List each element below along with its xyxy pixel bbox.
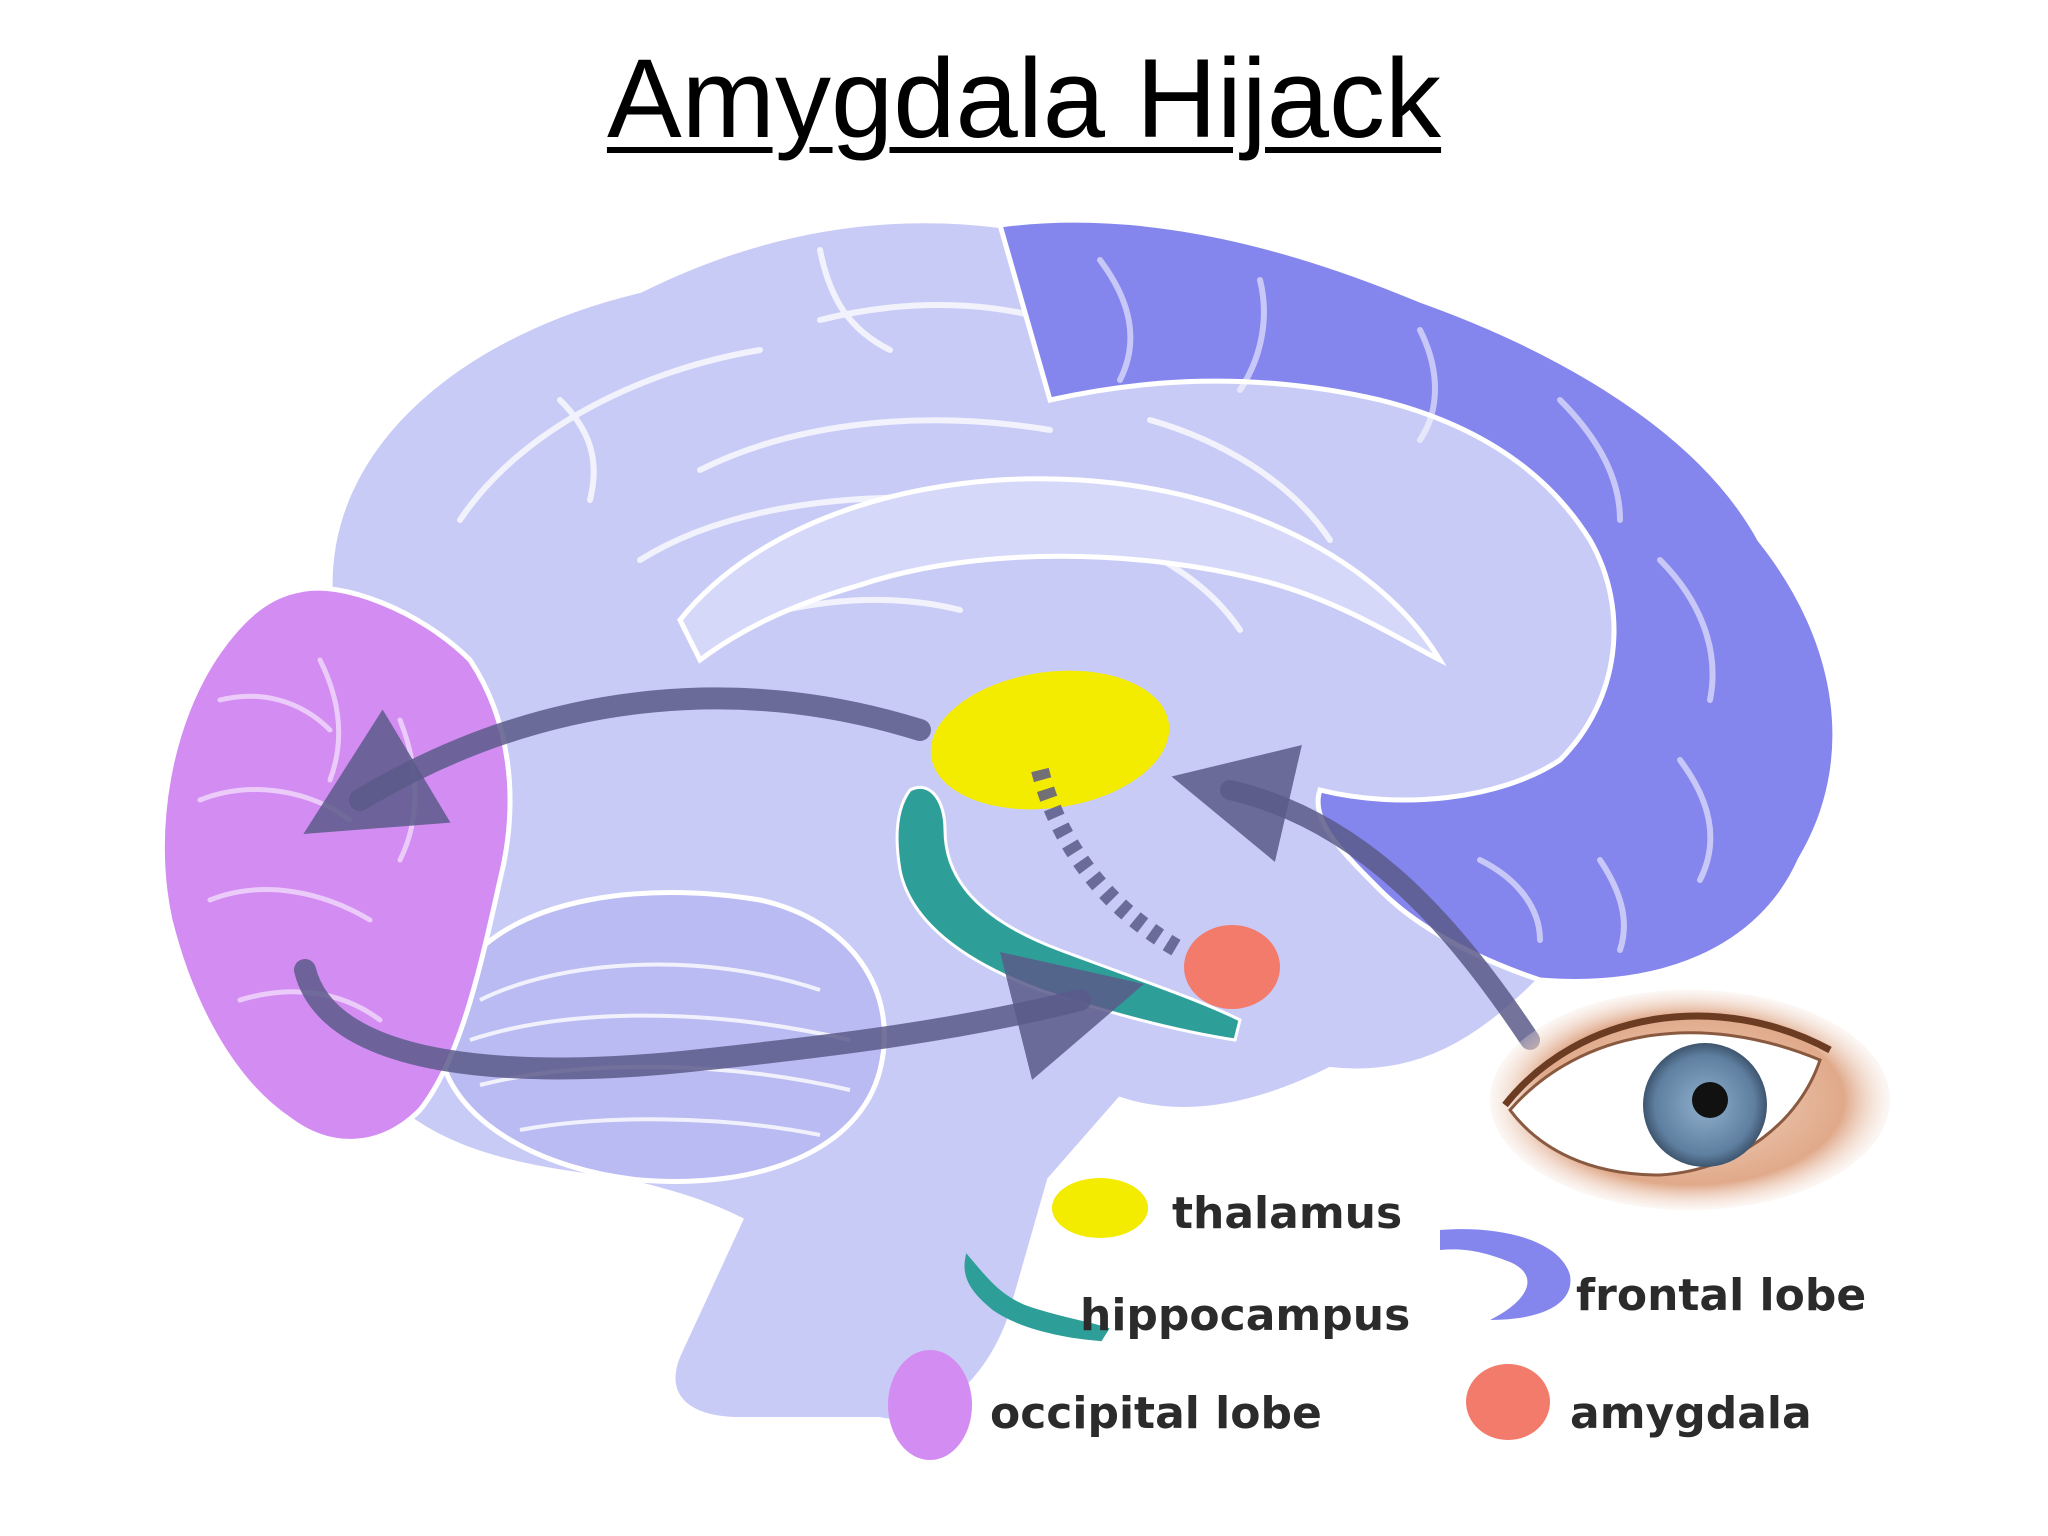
legend-hippocampus-swatch — [964, 1253, 1110, 1342]
legend-thalamus-label: thalamus — [1172, 1188, 1402, 1239]
legend: thalamus hippocampus occipital lobe fron… — [888, 1178, 1866, 1460]
pupil — [1692, 1082, 1728, 1118]
slide-title: Amygdala Hijack — [606, 36, 1442, 161]
amygdala — [1184, 925, 1280, 1009]
arrow-thalamus-to-occipital — [303, 687, 931, 834]
legend-amygdala-swatch — [1466, 1364, 1550, 1440]
eye-illustration — [1490, 990, 1890, 1210]
legend-occipital-lobe-label: occipital lobe — [990, 1388, 1322, 1439]
cerebellum-folds — [469, 962, 851, 1137]
legend-hippocampus-label: hippocampus — [1080, 1290, 1410, 1341]
thalamus — [930, 670, 1170, 810]
legend-amygdala-label: amygdala — [1570, 1388, 1812, 1439]
thalamus-amygdala-dashed-path — [1031, 767, 1185, 958]
corpus-callosum — [677, 476, 1447, 667]
legend-occipital-lobe-swatch — [888, 1350, 972, 1460]
legend-thalamus-swatch — [1052, 1178, 1148, 1238]
legend-frontal-lobe-swatch — [1440, 1229, 1571, 1320]
legend-frontal-lobe-label: frontal lobe — [1576, 1270, 1866, 1321]
frontal-lobe — [996, 217, 1838, 984]
arrow-occipital-to-amygdala — [294, 951, 1145, 1081]
arrow-eye-to-thalamus — [1171, 745, 1540, 1050]
frontal-lobe-folds — [1097, 257, 1716, 953]
